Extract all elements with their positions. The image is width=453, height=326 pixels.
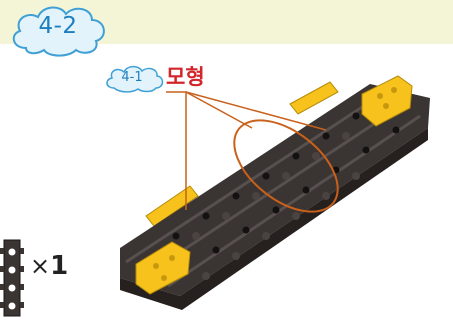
black-brick-1x4-vertical-icon xyxy=(0,238,26,318)
multiply-sign: × xyxy=(30,252,50,280)
part-quantity: ×1 xyxy=(30,251,68,281)
quantity-number: 1 xyxy=(50,251,68,281)
reference-step-number: 4-1 xyxy=(102,70,162,85)
reference-title: 모형 xyxy=(166,61,205,91)
reference-badge: 4-1 xyxy=(102,64,166,94)
